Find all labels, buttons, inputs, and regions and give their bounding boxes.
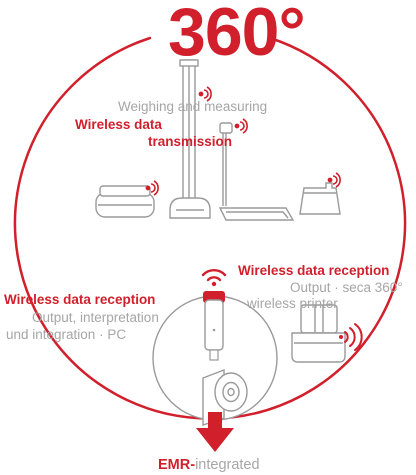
right-title: Wireless data reception [238, 263, 390, 278]
wifi-icon [339, 323, 363, 351]
wifi-icon [198, 86, 212, 102]
footer-emphasis: EMR- [158, 457, 196, 473]
arrow-down-icon [196, 412, 234, 452]
upper-title-line2: transmission [148, 134, 233, 149]
baby-scale-device [95, 185, 155, 218]
footer-label: EMR-integrated [158, 457, 260, 474]
column-scale-device [169, 59, 211, 219]
platform-scale-device [218, 122, 295, 221]
left-line1: Output, interpretation [32, 310, 159, 325]
wifi-icon [201, 269, 227, 287]
wifi-icon [145, 180, 159, 196]
headline-360: 360° [168, 0, 306, 70]
right-line1: Output · seca 360° [290, 280, 403, 295]
desk-scale-device [299, 182, 341, 215]
upper-title-line1: Wireless data [75, 117, 162, 132]
upper-caption: Weighing and measuring [118, 99, 268, 114]
wifi-icon [327, 172, 341, 188]
left-line2: und integration · PC [6, 327, 127, 342]
left-title: Wireless data reception [4, 292, 156, 307]
cd-icon [202, 368, 248, 426]
wifi-icon [234, 118, 248, 134]
right-line2: wireless printer [247, 296, 338, 311]
printer-icon [291, 304, 346, 363]
usb-stick-icon [203, 291, 225, 361]
footer-rest: integrated [195, 457, 260, 473]
